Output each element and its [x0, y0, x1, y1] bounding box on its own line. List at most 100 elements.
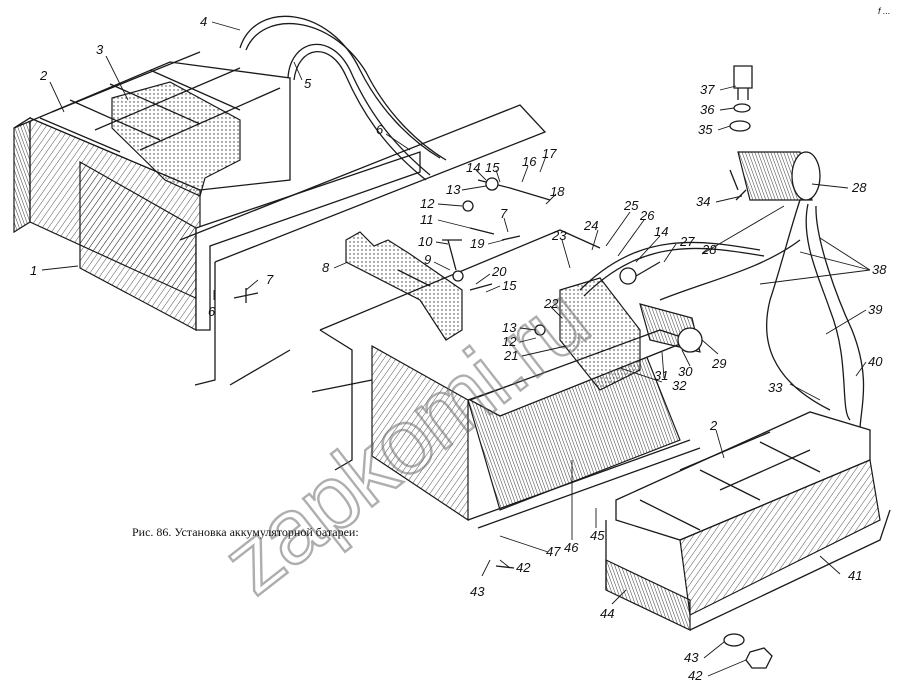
center-tray-mount-plate [559, 277, 641, 391]
washer-43 [723, 633, 745, 647]
callout-5: 5 [304, 76, 312, 91]
callout-35: 35 [698, 122, 713, 137]
callout-34: 34 [696, 194, 710, 209]
callout-6: 6 [376, 122, 384, 137]
callout-30: 30 [678, 364, 693, 379]
callout-42b: 42 [688, 668, 703, 683]
left-tray-leg [194, 262, 216, 386]
callout-10: 10 [418, 234, 433, 249]
callout-21: 21 [503, 348, 518, 363]
callout-44: 44 [600, 606, 614, 621]
switch-bolt-27 [635, 261, 661, 277]
callout-13b: 13 [502, 320, 517, 335]
relay-mount-bracket [729, 169, 747, 201]
callout-23: 23 [551, 228, 567, 243]
left-tray-leg-foot [229, 349, 291, 386]
cable-39 [805, 203, 851, 421]
callout-2: 2 [39, 68, 48, 83]
cable-33 [765, 199, 831, 411]
callout-15: 15 [485, 160, 500, 175]
callout-32: 32 [672, 378, 687, 393]
callout-25: 25 [623, 198, 639, 213]
callout-12: 12 [420, 196, 435, 211]
callout-45: 45 [590, 528, 605, 543]
callout-42: 42 [516, 560, 531, 575]
relay-end-cap [791, 151, 821, 201]
callout-15b: 15 [502, 278, 517, 293]
callout-11: 11 [420, 212, 434, 227]
right-battery-assembly [605, 411, 891, 669]
callout-20: 20 [491, 264, 507, 279]
callout-9: 9 [424, 252, 431, 267]
cable-5-outer [287, 43, 431, 176]
callout-27: 27 [679, 234, 695, 249]
switch-cable-b [583, 247, 765, 297]
left-battery-front-face [13, 116, 31, 234]
hold-down-bracket [111, 81, 241, 197]
callout-7: 7 [266, 272, 274, 287]
callout-31: 31 [654, 368, 668, 383]
callout-39: 39 [868, 302, 882, 317]
callout-47: 47 [546, 544, 561, 559]
cable-4-inner [245, 22, 447, 161]
callout-41: 41 [848, 568, 862, 583]
callout-28: 28 [851, 180, 867, 195]
callout-43: 43 [470, 584, 485, 599]
callout-28b: 28 [701, 242, 717, 257]
callout-14b: 14 [654, 224, 668, 239]
battery-switch-assembly [579, 241, 765, 353]
callout-46: 46 [564, 540, 579, 555]
callout-43b: 43 [684, 650, 699, 665]
corner-mark: f ... [878, 6, 891, 16]
cable-5-inner [293, 50, 427, 181]
bolt-37-shank [737, 88, 749, 100]
callout-labels: 4 3 2 5 6 1 7 6 8 9 10 11 12 13 14 15 16… [30, 14, 887, 683]
center-tray-frame-top [319, 229, 601, 331]
callout-14: 14 [466, 160, 480, 175]
center-tray-front-edge-2 [477, 447, 701, 529]
cable-40 [815, 205, 865, 431]
center-tray-assembly [311, 229, 701, 529]
cable-4-outer [239, 15, 441, 159]
callout-29: 29 [711, 356, 726, 371]
callout-18: 18 [550, 184, 565, 199]
cable-38-link [659, 239, 801, 301]
center-tray-frame-leg [319, 329, 353, 471]
figure-caption: Рис. 86. Установка аккумуляторной батаре… [132, 525, 359, 539]
callout-19: 19 [470, 236, 484, 251]
callout-2b: 2 [709, 418, 718, 433]
bolt-7-left [233, 288, 259, 303]
right-battery-side [679, 459, 881, 616]
washer-35 [729, 120, 751, 132]
callout-17: 17 [542, 146, 557, 161]
callout-1: 1 [30, 263, 37, 278]
callout-7b: 7 [500, 206, 508, 221]
left-tray-frame [179, 104, 547, 263]
center-tray-rod [311, 379, 373, 393]
nut-42 [745, 647, 773, 669]
battery-clamp-bracket [345, 231, 463, 341]
left-battery-box-rail [195, 151, 421, 331]
left-battery-assembly [13, 15, 547, 386]
fastener-cluster [442, 177, 551, 569]
callout-33: 33 [768, 380, 783, 395]
callout-37: 37 [700, 82, 715, 97]
switch-washer [619, 267, 637, 285]
callout-4: 4 [200, 14, 207, 29]
callout-8: 8 [322, 260, 330, 275]
bolt-37 [733, 65, 753, 89]
callout-38: 38 [872, 262, 887, 277]
washer-36 [733, 103, 751, 113]
right-battery-tray [689, 509, 891, 631]
switch-cable-a [579, 241, 761, 291]
callout-24: 24 [583, 218, 598, 233]
callout-40: 40 [868, 354, 883, 369]
callout-12b: 12 [502, 334, 517, 349]
callout-16: 16 [522, 154, 537, 169]
callout-36: 36 [700, 102, 715, 117]
right-battery-cells [639, 431, 821, 531]
relay-assembly [659, 65, 865, 431]
callout-26: 26 [639, 208, 655, 223]
